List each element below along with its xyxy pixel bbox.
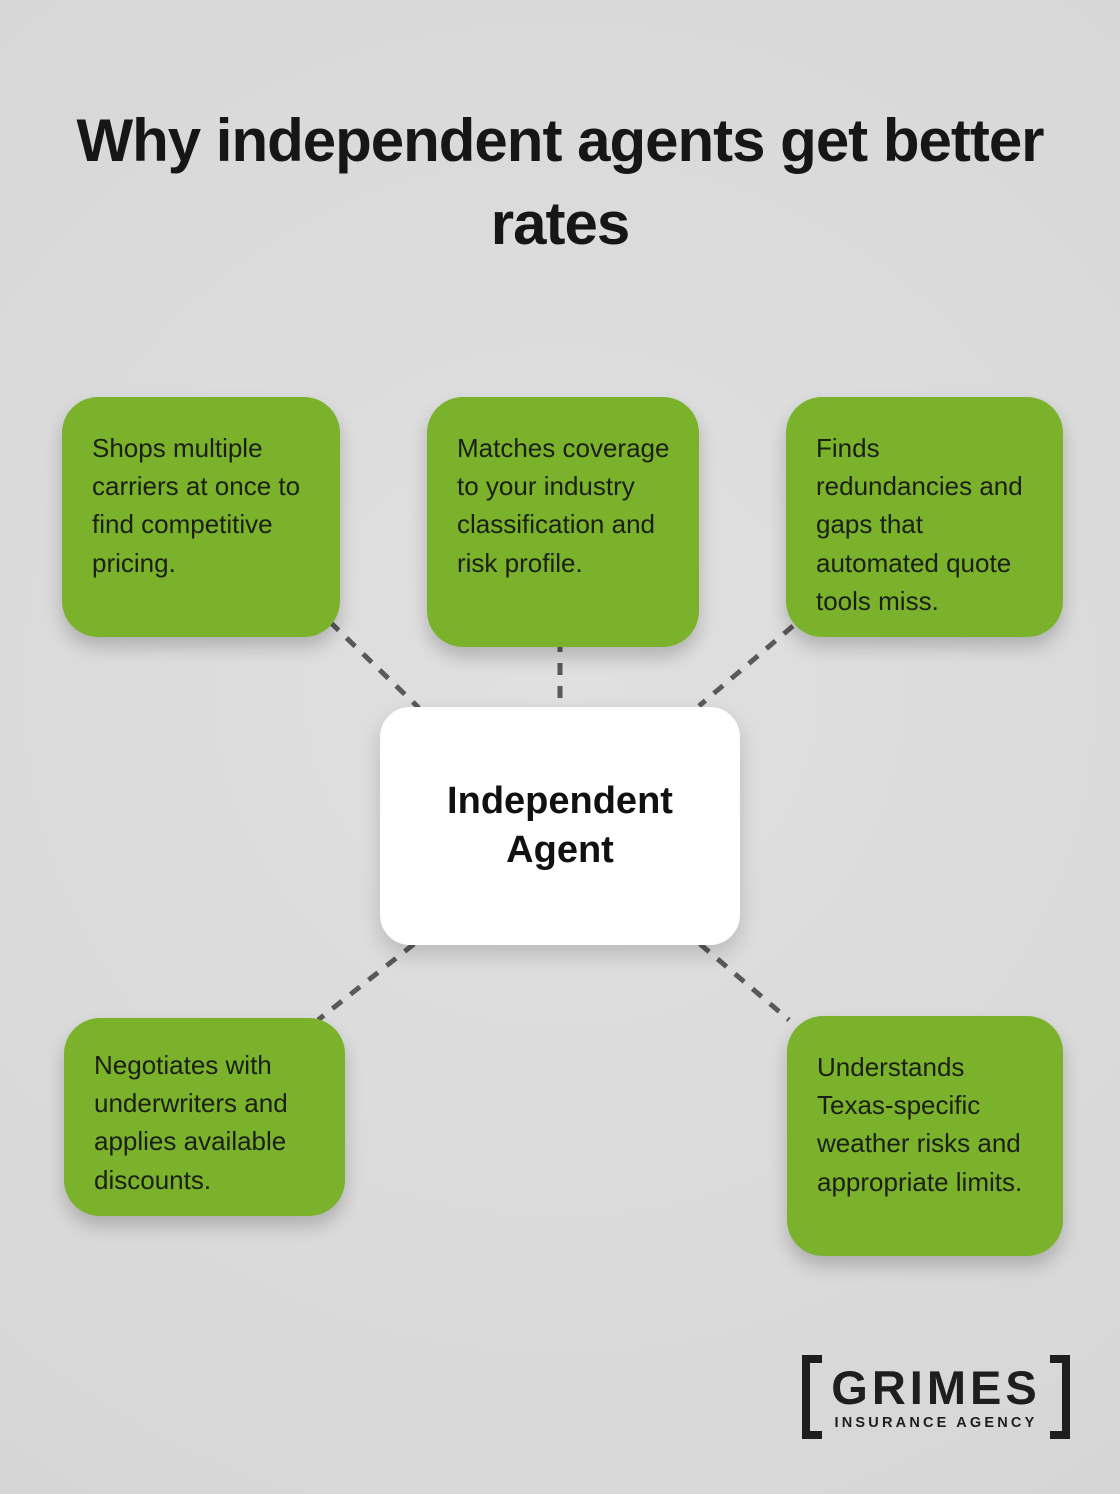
logo-subtitle: INSURANCE AGENCY bbox=[834, 1415, 1038, 1432]
connector-top-left bbox=[328, 620, 421, 710]
center-node-independent-agent: Independent Agent bbox=[380, 707, 740, 945]
benefit-text: Shops multiple carriers at once to find … bbox=[92, 433, 301, 578]
benefit-text: Matches coverage to your industry classi… bbox=[457, 433, 670, 578]
benefit-box-understands-texas-risks: Understands Texas-specific weather risks… bbox=[787, 1016, 1063, 1256]
logo-name: GRIMES bbox=[831, 1360, 1041, 1414]
connector-bottom-left bbox=[316, 942, 416, 1022]
connector-top-right bbox=[697, 624, 795, 708]
center-node-label: Independent Agent bbox=[447, 779, 673, 871]
benefit-text: Understands Texas-specific weather risks… bbox=[817, 1052, 1023, 1197]
grimes-logo: GRIMES INSURANCE AGENCY bbox=[802, 1352, 1070, 1442]
connector-bottom-right bbox=[698, 942, 791, 1022]
benefit-text: Finds redundancies and gaps that automat… bbox=[816, 433, 1023, 616]
benefit-text: Negotiates with underwriters and applies… bbox=[94, 1050, 288, 1195]
page-title: Why independent agents get better rates bbox=[76, 107, 1044, 257]
benefit-box-negotiates-underwriters: Negotiates with underwriters and applies… bbox=[64, 1018, 345, 1216]
benefit-box-matches-coverage: Matches coverage to your industry classi… bbox=[427, 397, 699, 647]
logo-left-bracket-icon bbox=[802, 1355, 822, 1439]
logo-right-bracket-icon bbox=[1050, 1355, 1070, 1439]
benefit-box-shops-carriers: Shops multiple carriers at once to find … bbox=[62, 397, 340, 637]
benefit-box-finds-redundancies: Finds redundancies and gaps that automat… bbox=[786, 397, 1063, 637]
logo-text: GRIMES INSURANCE AGENCY bbox=[822, 1352, 1050, 1442]
